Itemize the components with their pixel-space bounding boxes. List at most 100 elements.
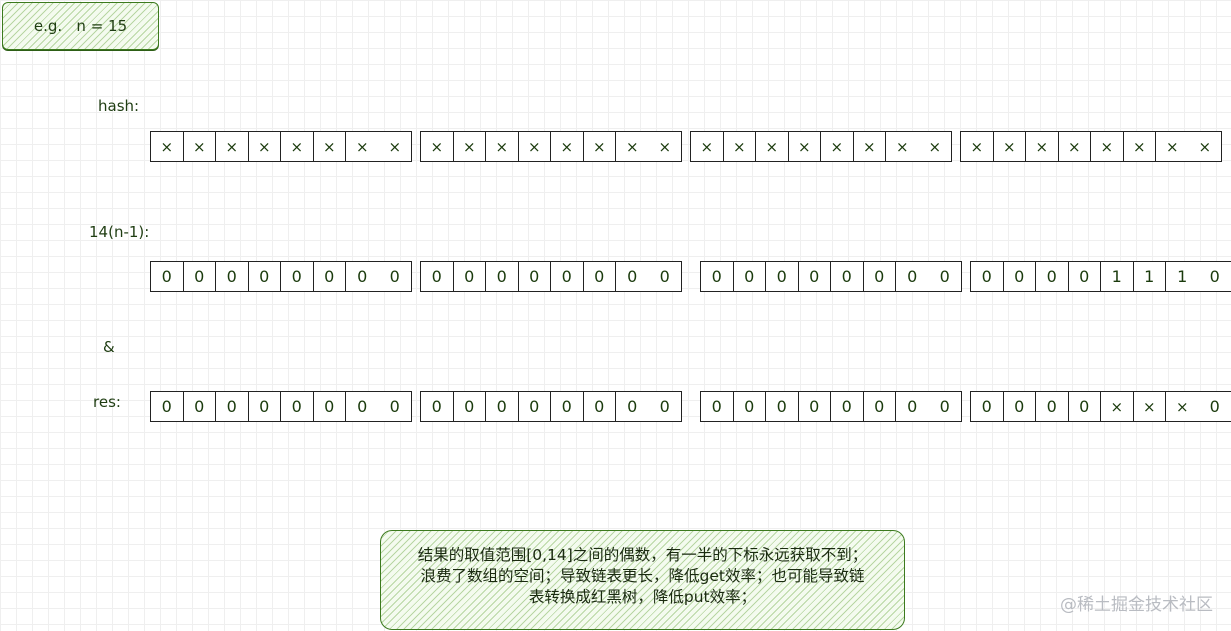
bit-cell: × (691, 132, 724, 161)
bit-cell: 0 (907, 267, 918, 286)
bit-cell: × (1026, 132, 1059, 161)
explanation-line-2: 浪费了数组的空间；导致链表更长，降低get效率；也可能导致链 (420, 567, 865, 585)
bit-cell: 0 (1069, 392, 1101, 421)
bit-cell: × (854, 132, 886, 161)
bit-cell: × (584, 132, 616, 161)
bit-cell: 0 (766, 262, 799, 291)
bit-cell: 0 (799, 262, 831, 291)
bit-cell: 0 (627, 267, 638, 286)
bit-cell: × (625, 137, 639, 156)
bit-cell: 0 (831, 392, 864, 421)
bit-cell: × (756, 132, 789, 161)
bit-cell: 0 (971, 392, 1004, 421)
bit-cell: 0 (1036, 392, 1069, 421)
bit-cell: 1 (1177, 267, 1188, 286)
hash-byte-2: ×××××××× (420, 131, 682, 162)
bit-cell: × (454, 132, 486, 161)
bit-cell: 0 (519, 262, 551, 291)
bit-cell: 0 (357, 267, 368, 286)
bit-cell: 0 (357, 397, 368, 416)
watermark: @稀土掘金技术社区 (1060, 595, 1213, 615)
bit-cell: 0 (184, 262, 216, 291)
example-note: e.g. n = 15 (2, 2, 159, 50)
bit-cell: 0 (314, 262, 346, 291)
bit-cell: × (249, 132, 281, 161)
bit-cell: 0 (151, 392, 184, 421)
bit-cell: × (1124, 132, 1156, 161)
bit-cell: 0 (249, 262, 281, 291)
bit-cell: 0 (454, 392, 486, 421)
bit-cell: 0 (734, 392, 766, 421)
bit-cell: 0 (799, 392, 831, 421)
bit-cell: × (388, 137, 402, 156)
bit-cell: 0 (584, 262, 616, 291)
bit-cell: 0 (939, 397, 950, 416)
bit-cell: 0 (249, 392, 281, 421)
bit-cell: 0 (659, 397, 670, 416)
n-minus-1-label: 14(n-1): (89, 223, 150, 241)
bit-cell: 0 (486, 392, 519, 421)
hash-byte-1: ×××××××× (150, 131, 412, 162)
bit-cell: × (281, 132, 314, 161)
explanation-line-3: 表转换成红黑树，降低put效率； (528, 588, 757, 606)
bit-cell: 0 (454, 262, 486, 291)
bit-cell: 0 (627, 397, 638, 416)
bit-cell: 0 (519, 392, 551, 421)
explanation-note: 结果的取值范围[0,14]之间的偶数，有一半的下标永远获取不到； 浪费了数组的空… (380, 530, 905, 630)
res-label: res: (93, 393, 121, 411)
and-operator-label: & (103, 338, 115, 356)
bit-cell: × (961, 132, 994, 161)
bit-cell: × (658, 137, 672, 156)
bit-cell: × (994, 132, 1026, 161)
bit-cell: 0 (907, 397, 918, 416)
bit-cell: 0 (864, 262, 896, 291)
bit-cell: 1 (1134, 262, 1166, 291)
bit-cell: 0 (701, 392, 734, 421)
bit-cell: 0 (184, 392, 216, 421)
bit-cell: 0 (551, 392, 584, 421)
bit-cell: 0 (659, 267, 670, 286)
bit-cell: × (928, 137, 942, 156)
bit-cell: 0 (1209, 397, 1220, 416)
bit-cell: × (486, 132, 519, 161)
bit-cell: × (421, 132, 454, 161)
bit-cell: 0 (486, 262, 519, 291)
bit-cell: 0 (421, 392, 454, 421)
bit-cell: 0 (151, 262, 184, 291)
bit-cell: 0 (1209, 267, 1220, 286)
bit-cell: 0 (1004, 262, 1036, 291)
bit-cell: 0 (1004, 392, 1036, 421)
bit-cell: 0 (421, 262, 454, 291)
bit-cell: 0 (939, 267, 950, 286)
bit-cell: × (724, 132, 756, 161)
bit-cell: × (1134, 392, 1166, 421)
bit-cell: × (1165, 137, 1179, 156)
bit-cell: × (314, 132, 346, 161)
bit-cell: × (216, 132, 249, 161)
bit-cell: × (1091, 132, 1124, 161)
hash-byte-4: ×××××××× (960, 131, 1222, 162)
bit-cell: 1 (1101, 262, 1134, 291)
bit-cell: 0 (314, 392, 346, 421)
bit-cell: 0 (551, 262, 584, 291)
bit-cell: 0 (389, 267, 400, 286)
bit-cell: × (1059, 132, 1091, 161)
bit-cell: × (821, 132, 854, 161)
bit-cell: 0 (216, 392, 249, 421)
hash-label: hash: (98, 97, 140, 115)
bit-cell: 0 (281, 262, 314, 291)
bit-cell: 0 (701, 262, 734, 291)
bit-cell: × (519, 132, 551, 161)
bit-cell: 0 (389, 397, 400, 416)
bit-cell: 0 (766, 392, 799, 421)
bit-cell: × (789, 132, 821, 161)
bit-cell: 0 (281, 392, 314, 421)
